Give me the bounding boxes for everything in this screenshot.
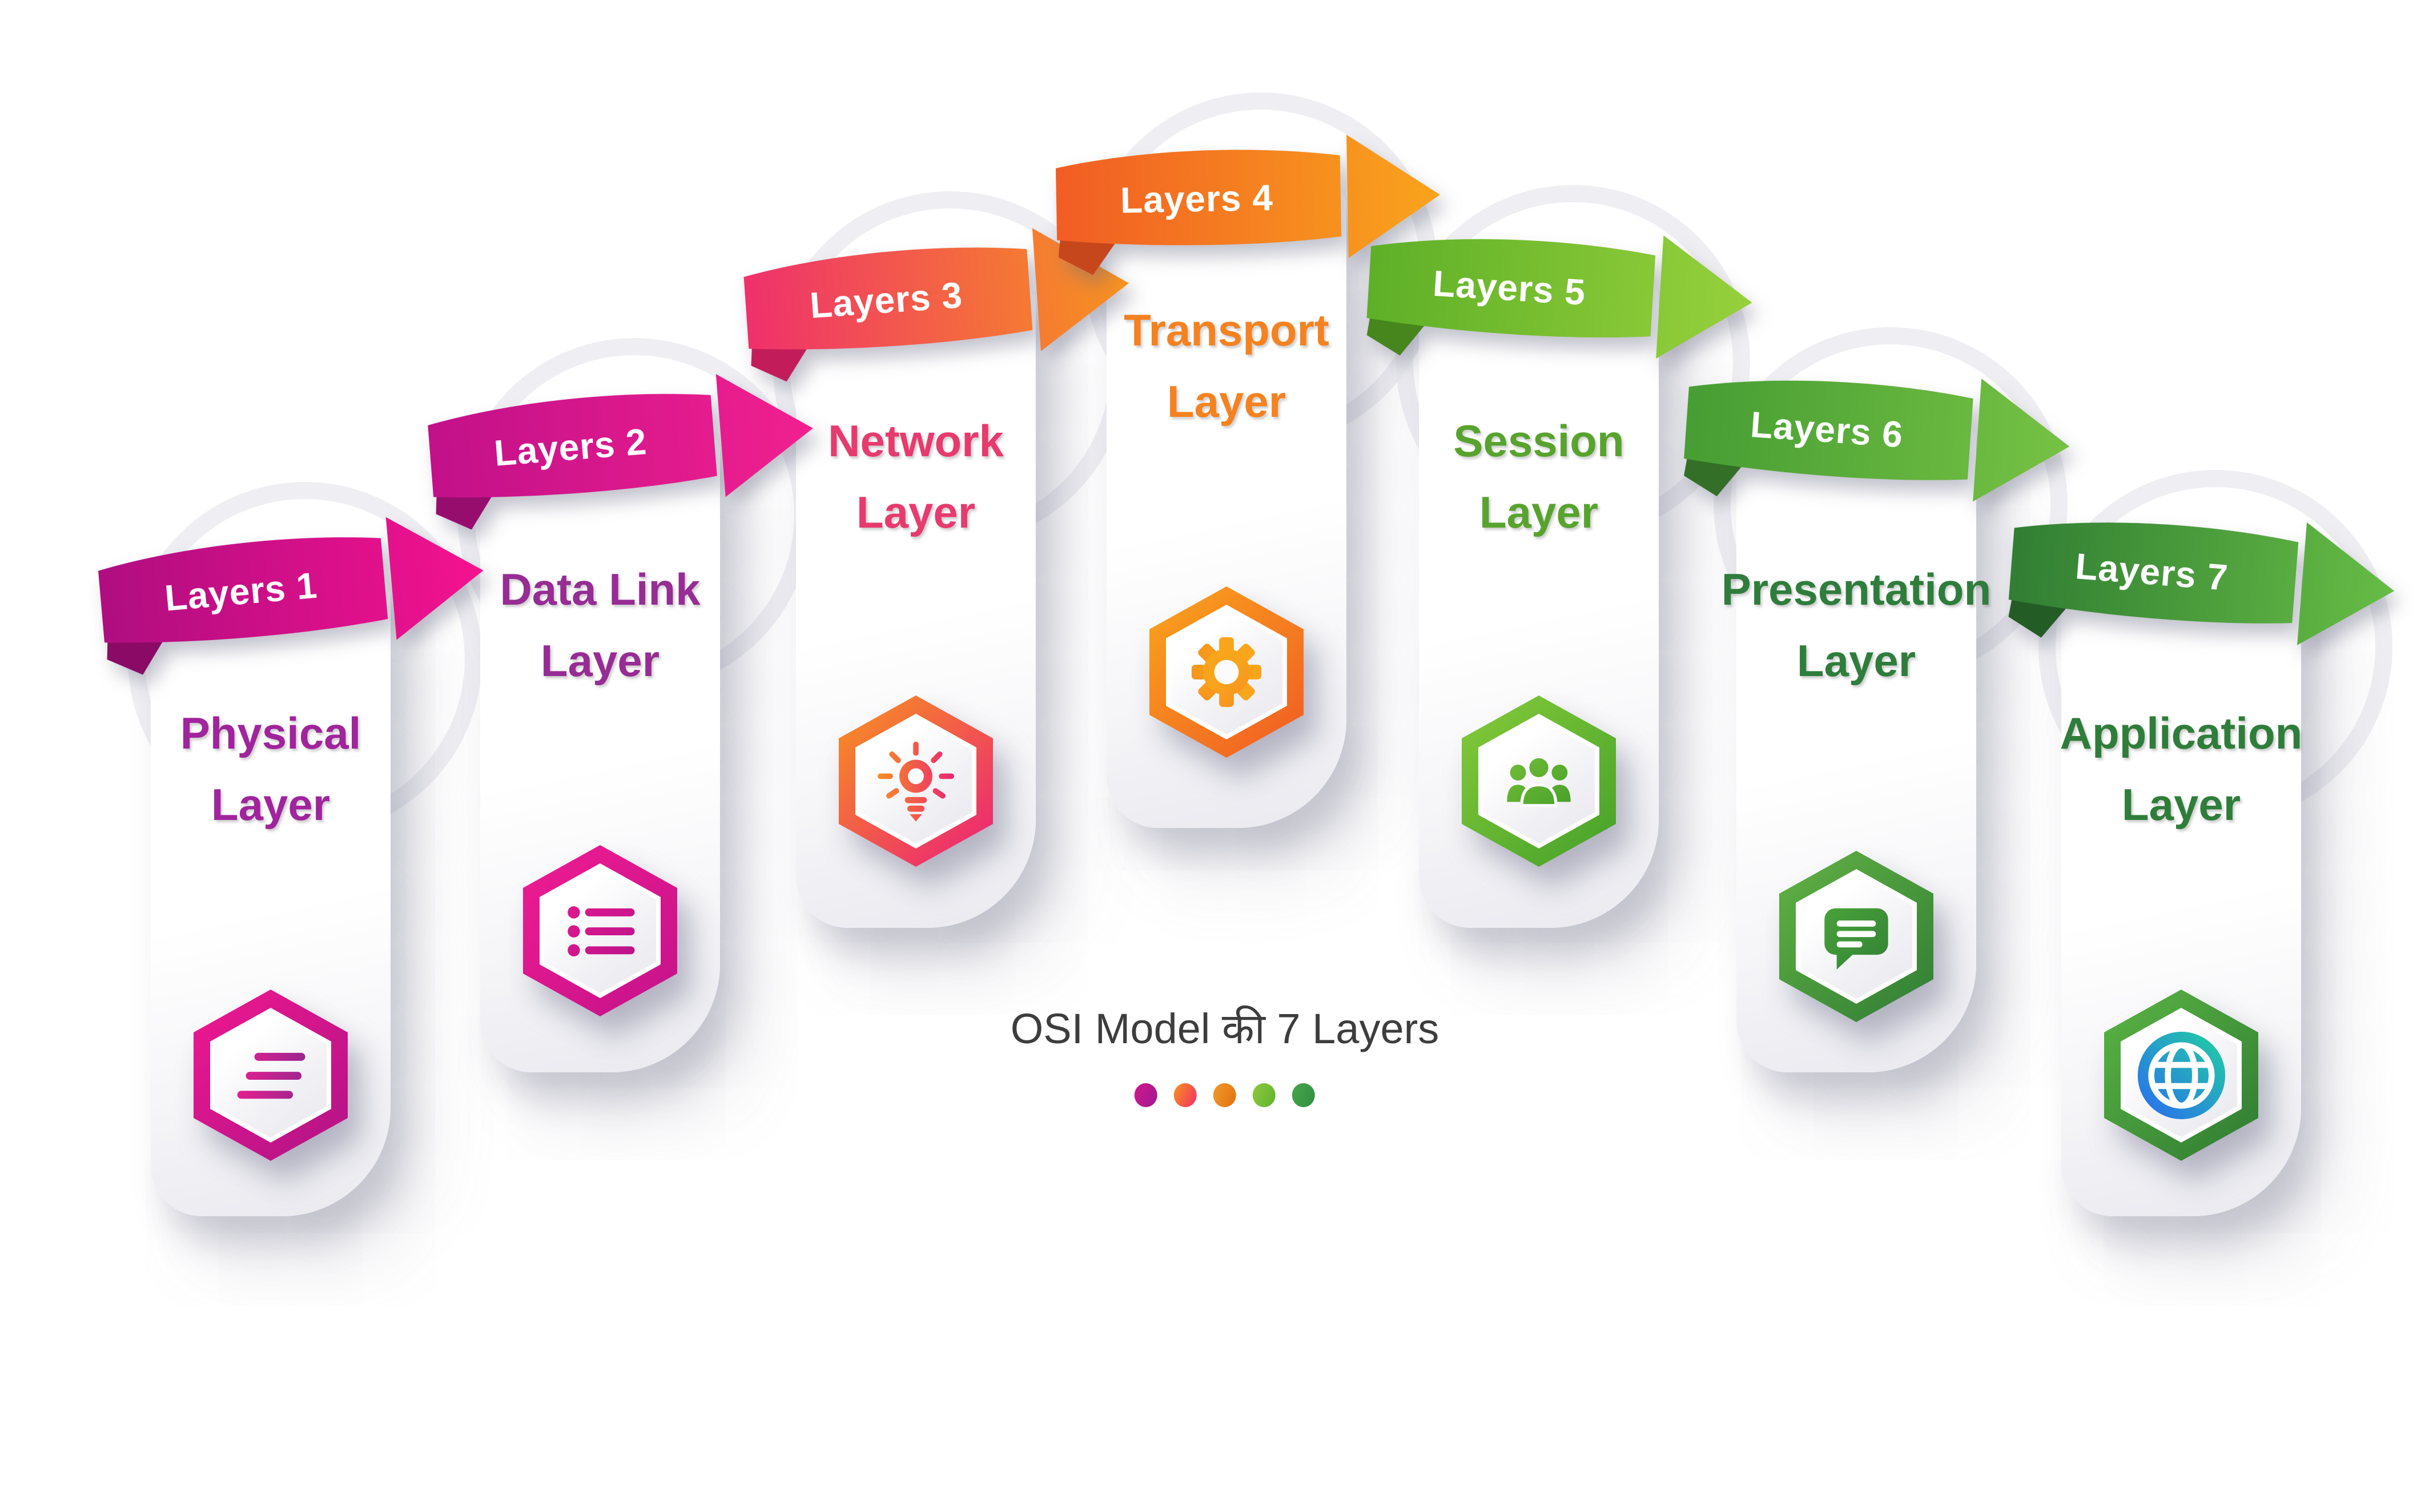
legend-dot-pink-orange — [1174, 1083, 1197, 1107]
layer-title-line2: Layer — [1479, 487, 1599, 537]
layer-badge — [839, 695, 993, 867]
ribbon-arrowhead — [1656, 235, 1752, 359]
layer-title: Network Layer — [828, 405, 1004, 548]
legend-dot-orange — [1213, 1083, 1236, 1107]
layer-banner-ribbon: Layers 6 — [1684, 378, 2070, 502]
layer-title: Data Link Layer — [500, 554, 700, 697]
ribbon-fold — [1058, 236, 1117, 275]
ribbon-arrowhead — [1346, 134, 1440, 258]
ribbon-arrowhead — [385, 517, 484, 640]
signal-lines-icon — [237, 1052, 305, 1099]
layer-banner-ribbon: Layers 2 — [428, 374, 813, 530]
ribbon-arrowhead — [1032, 228, 1129, 352]
layer-badge — [1779, 851, 1933, 1022]
ribbon-body — [1366, 239, 1656, 337]
layer-title-line1: Presentation — [1721, 564, 1992, 614]
ribbon-fold — [1366, 315, 1426, 356]
layer-title-line2: Layer — [1167, 376, 1286, 427]
layer-title-line2: Layer — [856, 487, 976, 537]
legend-dot-light-green — [1253, 1083, 1276, 1107]
ribbon-fold — [1684, 455, 1743, 497]
ribbon-fold — [751, 345, 809, 382]
legend-dot-magenta — [1135, 1083, 1157, 1107]
center-heading: OSI Model की 7 Layers — [1010, 1005, 1439, 1052]
gear-icon — [1191, 637, 1262, 707]
globe-icon — [2137, 1031, 2226, 1120]
layer-title: Transport Layer — [1124, 295, 1329, 437]
ribbon-arrowhead — [715, 374, 813, 497]
people-group-icon — [1507, 755, 1571, 807]
layer-badge — [523, 845, 677, 1016]
legend-dot-green — [1292, 1083, 1315, 1107]
layer-banner-ribbon: Layers 3 — [743, 228, 1129, 382]
layer-title: Application Layer — [2060, 698, 2303, 841]
legend-dots — [1011, 1083, 1439, 1107]
layer-title: Presentation Layer — [1722, 554, 1991, 697]
layer-title-line1: Network — [828, 416, 1004, 466]
layer-title-line1: Session — [1453, 416, 1624, 466]
layer-banner-ribbon: Layers 5 — [1366, 235, 1752, 359]
layer-title-line2: Layer — [2121, 779, 2241, 830]
layer-badge — [194, 990, 348, 1161]
ribbon-body — [743, 247, 1033, 349]
layer-title-line1: Physical — [180, 708, 361, 758]
layer-title-line1: Data Link — [500, 564, 701, 614]
ribbon-body — [98, 537, 388, 643]
ribbon-arrowhead — [1973, 378, 2070, 502]
ribbon-fold — [436, 493, 493, 530]
layer-badge — [1149, 586, 1304, 758]
ribbon-body — [1056, 150, 1342, 246]
layer-title: Physical Layer — [180, 698, 361, 841]
ribbon-arrowhead — [2297, 522, 2395, 645]
layer-banner-ribbon: Layers 4 — [1056, 134, 1440, 275]
layer-badge — [1462, 695, 1616, 867]
layer-banner-ribbon: Layers 1 — [98, 517, 484, 675]
center-caption: OSI Model की 7 Layers — [1011, 998, 1439, 1107]
banner-label: Layers 4 — [1120, 177, 1273, 221]
ribbon-body — [2008, 522, 2299, 624]
layer-badge — [2104, 990, 2258, 1161]
layer-title-line1: Application — [2060, 708, 2303, 758]
layer-title-line2: Layer — [211, 779, 331, 830]
bulleted-list-icon — [568, 906, 635, 956]
layer-banner-ribbon: Layers 7 — [2008, 522, 2395, 645]
layer-title-line1: Transport — [1124, 305, 1329, 355]
layer-title-line2: Layer — [1796, 636, 1916, 686]
layer-title: Session Layer — [1453, 405, 1624, 548]
ribbon-body — [428, 393, 717, 498]
chat-bubble-icon — [1824, 908, 1888, 970]
banner-label: Layers 5 — [1431, 263, 1587, 313]
ribbon-fold — [107, 638, 164, 675]
layer-title-line2: Layer — [540, 636, 660, 686]
hexagon-face — [1483, 719, 1595, 843]
ribbon-body — [1684, 380, 1973, 480]
lightbulb-icon — [878, 741, 954, 822]
